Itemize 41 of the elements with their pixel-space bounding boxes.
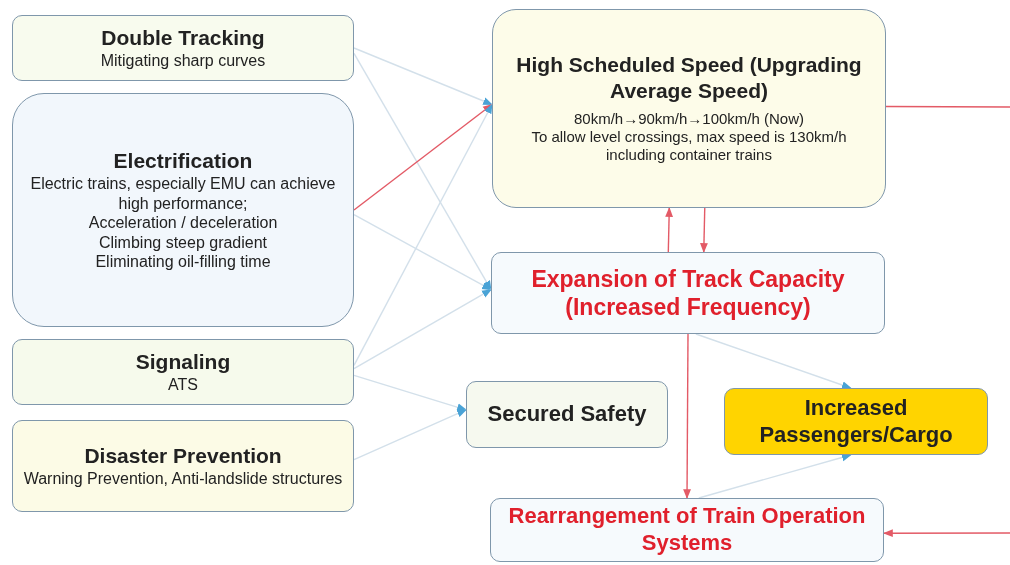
box-text: ATS	[167, 375, 199, 395]
process-box	[491, 252, 885, 334]
box-title: Expansion of Track Capacity (Increased Frequency)	[530, 264, 846, 322]
connector-arrow	[353, 52, 492, 291]
box-text: Mitigating sharp curves	[99, 51, 267, 71]
process-box	[724, 388, 988, 455]
box-title: Secured Safety	[486, 401, 648, 428]
connector-arrow	[353, 374, 467, 411]
connector-arrow	[665, 207, 673, 253]
connector-arrow	[353, 289, 492, 370]
box-title: Electrification	[112, 148, 254, 174]
connector-arrow	[700, 207, 708, 253]
connector-arrow	[695, 333, 852, 389]
connector-arrow	[353, 47, 493, 106]
connector-arrow	[353, 409, 467, 461]
box-text: 80km/h→90km/h→100km/h (Now)	[572, 109, 806, 128]
box-text: Warning Prevention, Anti-landslide structures	[22, 469, 344, 489]
process-box	[466, 381, 668, 448]
box-text: Eliminating oil-filling time	[94, 252, 272, 272]
connector-arrow	[353, 103, 493, 211]
connector-arrow	[698, 453, 852, 499]
process-box	[490, 498, 884, 562]
box-text: Acceleration / deceleration	[87, 213, 279, 233]
process-box	[12, 93, 354, 327]
process-box	[492, 9, 886, 208]
connector-arrow	[353, 103, 493, 367]
box-title: Disaster Prevention	[83, 443, 283, 470]
box-text: Climbing steep gradient	[97, 232, 269, 253]
process-box	[12, 420, 354, 512]
box-title: Rearrangement of Train Operation Systems	[507, 503, 867, 557]
box-text: To allow level crossings, max speed is 130km/h including container trains	[530, 127, 848, 165]
box-title: Increased Passengers/Cargo	[758, 394, 954, 449]
connector-arrow	[683, 333, 691, 499]
box-text: Electric trains, especially EMU can achieve high performance;	[29, 174, 337, 214]
connector-arrow	[883, 529, 1010, 538]
process-box	[12, 15, 354, 81]
box-title: High Scheduled Speed (Upgrading Average Speed)	[515, 52, 863, 104]
connector-arrow	[353, 214, 492, 291]
box-title: Signaling	[134, 349, 232, 376]
process-box	[12, 339, 354, 405]
box-title: Double Tracking	[100, 25, 266, 52]
